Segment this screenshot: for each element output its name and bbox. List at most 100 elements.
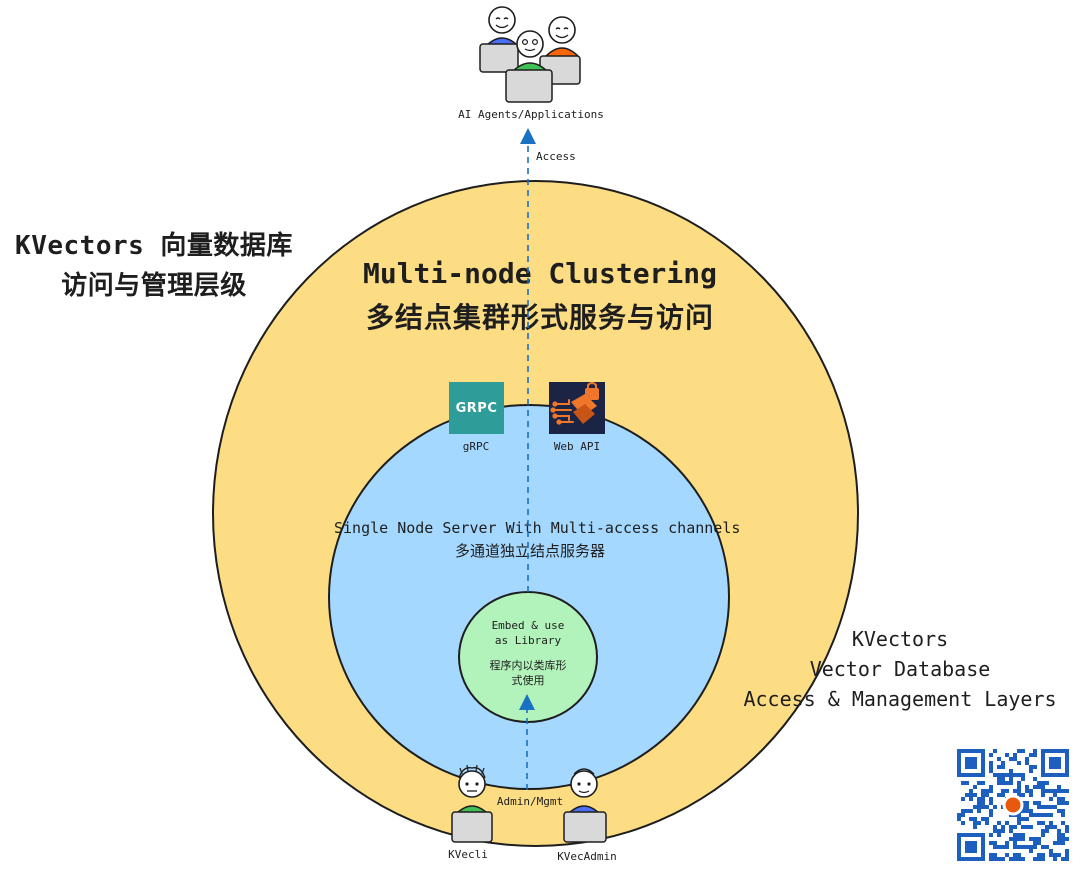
qr-module xyxy=(1001,793,1005,797)
qr-module xyxy=(1057,833,1061,837)
qr-module xyxy=(1057,841,1061,845)
qr-module xyxy=(1021,833,1025,837)
qr-module xyxy=(1041,785,1045,789)
library-layer-circle xyxy=(458,591,598,723)
qr-module xyxy=(989,801,993,805)
qr-module xyxy=(985,793,989,797)
qr-module xyxy=(989,765,993,769)
admin-users-illustration xyxy=(451,764,607,843)
qr-module xyxy=(989,769,993,773)
qr-module xyxy=(973,817,977,821)
qr-module xyxy=(1025,825,1029,829)
qr-module xyxy=(1017,817,1021,821)
qr-module xyxy=(1057,789,1061,793)
qr-module xyxy=(1021,793,1025,797)
qr-module xyxy=(961,797,965,801)
qr-module xyxy=(1021,837,1025,841)
qr-module xyxy=(969,789,973,793)
qr-module xyxy=(973,785,977,789)
qr-module xyxy=(957,813,961,817)
qr-module xyxy=(1061,841,1065,845)
qr-module xyxy=(1001,761,1005,765)
qr-module xyxy=(997,765,1001,769)
qr-module xyxy=(1013,789,1017,793)
qr-module xyxy=(997,781,1001,785)
qr-module xyxy=(989,789,993,793)
qr-module xyxy=(989,785,993,789)
access-label: Access xyxy=(536,150,576,163)
qr-module xyxy=(1065,853,1069,857)
qr-module xyxy=(1025,817,1029,821)
qr-module xyxy=(977,821,981,825)
qr-module xyxy=(993,773,997,777)
qr-module xyxy=(1001,829,1005,833)
embed-title-en-1: Embed & use xyxy=(491,619,565,632)
qr-module xyxy=(1033,801,1037,805)
qr-module xyxy=(1025,809,1029,813)
qr-module xyxy=(1049,821,1053,825)
qr-module xyxy=(1029,825,1033,829)
qr-module xyxy=(1049,797,1053,801)
qr-module xyxy=(1045,813,1049,817)
qr-module xyxy=(985,789,989,793)
qr-module xyxy=(989,833,993,837)
right-title-line3: Access & Management Layers xyxy=(743,687,1057,711)
qr-module xyxy=(1053,793,1057,797)
left-title: KVectors 向量数据库 访问与管理层级 xyxy=(4,226,304,306)
qr-module xyxy=(1025,761,1029,765)
qr-module xyxy=(961,821,965,825)
grpc-label: gRPC xyxy=(462,440,490,453)
qr-module xyxy=(1013,845,1017,849)
qr-module xyxy=(1049,853,1053,857)
qr-module xyxy=(989,797,993,801)
agent-user-center xyxy=(505,30,553,103)
qr-module xyxy=(1045,789,1049,793)
qr-module xyxy=(1025,801,1029,805)
qr-module xyxy=(1061,801,1065,805)
qr-module xyxy=(1021,777,1025,781)
qr-module xyxy=(1065,849,1069,853)
qr-module xyxy=(1057,785,1061,789)
web-api-label: Web API xyxy=(553,440,601,453)
qr-module xyxy=(1045,829,1049,833)
qr-module xyxy=(1021,857,1025,861)
qr-module xyxy=(1049,825,1053,829)
kvecadmin-user xyxy=(563,768,607,843)
qr-module xyxy=(1025,789,1029,793)
qr-module xyxy=(1029,793,1033,797)
qr-module xyxy=(1005,841,1009,845)
qr-module xyxy=(1017,781,1021,785)
embed-title-zh-2: 式使用 xyxy=(511,674,545,687)
grpc-icon: GRPC xyxy=(449,382,504,434)
qr-module xyxy=(993,853,997,857)
qr-module xyxy=(1025,757,1029,761)
qr-module xyxy=(1033,837,1037,841)
qr-module xyxy=(1061,813,1065,817)
qr-module xyxy=(1017,813,1021,817)
right-title-line1: KVectors xyxy=(851,627,949,651)
admin-label: Admin/Mgmt xyxy=(496,795,564,808)
qr-module xyxy=(1029,845,1033,849)
qr-module xyxy=(1065,857,1069,861)
qr-module xyxy=(1041,793,1045,797)
qr-module xyxy=(1017,749,1021,753)
qr-module xyxy=(1041,821,1045,825)
qr-module xyxy=(993,829,997,833)
qr-module xyxy=(1053,853,1057,857)
qr-module xyxy=(1009,829,1013,833)
ai-agents-label: AI Agents/Applications xyxy=(458,108,604,121)
qr-module xyxy=(981,797,985,801)
qr-module xyxy=(981,793,985,797)
qr-module xyxy=(1049,813,1053,817)
qr-module xyxy=(1009,825,1013,829)
qr-module xyxy=(1033,857,1037,861)
qr-module xyxy=(989,853,993,857)
qr-module xyxy=(1013,853,1017,857)
qr-module xyxy=(1061,833,1065,837)
qr-module xyxy=(1053,789,1057,793)
qr-module xyxy=(1037,853,1041,857)
qr-module xyxy=(1065,801,1069,805)
qr-module xyxy=(1005,853,1009,857)
qr-module xyxy=(1057,809,1061,813)
